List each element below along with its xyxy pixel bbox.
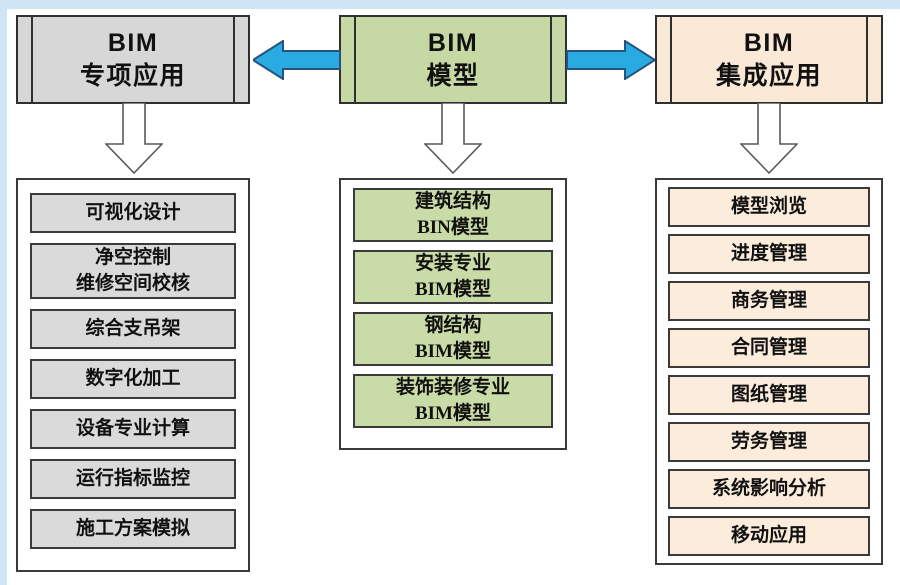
list-item: 可视化设计 [30, 193, 236, 233]
list-item: 进度管理 [668, 234, 870, 274]
list-item: 建筑结构 BIN模型 [353, 188, 553, 242]
list-item: 数字化加工 [30, 359, 236, 399]
down-arrow-icon [424, 103, 482, 174]
list-item: 施工方案模拟 [30, 509, 236, 549]
list-item: 劳务管理 [668, 422, 870, 462]
page-edge-left [0, 0, 7, 585]
bim-model-list: 建筑结构 BIN模型 安装专业 BIM模型 钢结构 BIM模型 装饰装修专业 B… [339, 178, 567, 450]
header-bim-special-applications: BIM 专项应用 [16, 15, 250, 104]
list-item: 设备专业计算 [30, 409, 236, 449]
special-applications-list: 可视化设计 净空控制 维修空间校核 综合支吊架 数字化加工 设备专业计算 运行指… [16, 178, 250, 572]
list-item: 移动应用 [668, 516, 870, 556]
list-item: 商务管理 [668, 281, 870, 321]
right-arrow-icon [566, 40, 655, 80]
list-item: 钢结构 BIM模型 [353, 312, 553, 366]
left-arrow-icon [253, 40, 341, 80]
list-item: 图纸管理 [668, 375, 870, 415]
header-bim-model: BIM 模型 [339, 15, 567, 104]
list-item: 装饰装修专业 BIM模型 [353, 374, 553, 428]
down-arrow-icon [740, 103, 798, 174]
list-item: 合同管理 [668, 328, 870, 368]
down-arrow-icon [105, 103, 163, 174]
list-item: 模型浏览 [668, 187, 870, 227]
list-item: 运行指标监控 [30, 459, 236, 499]
list-item: 系统影响分析 [668, 469, 870, 509]
list-item: 安装专业 BIM模型 [353, 250, 553, 304]
list-item: 综合支吊架 [30, 309, 236, 349]
integrated-applications-list: 模型浏览 进度管理 商务管理 合同管理 图纸管理 劳务管理 系统影响分析 移动应… [655, 178, 883, 565]
page-edge-top [0, 0, 900, 9]
header-bim-integrated-applications: BIM 集成应用 [655, 15, 883, 104]
list-item: 净空控制 维修空间校核 [30, 243, 236, 299]
